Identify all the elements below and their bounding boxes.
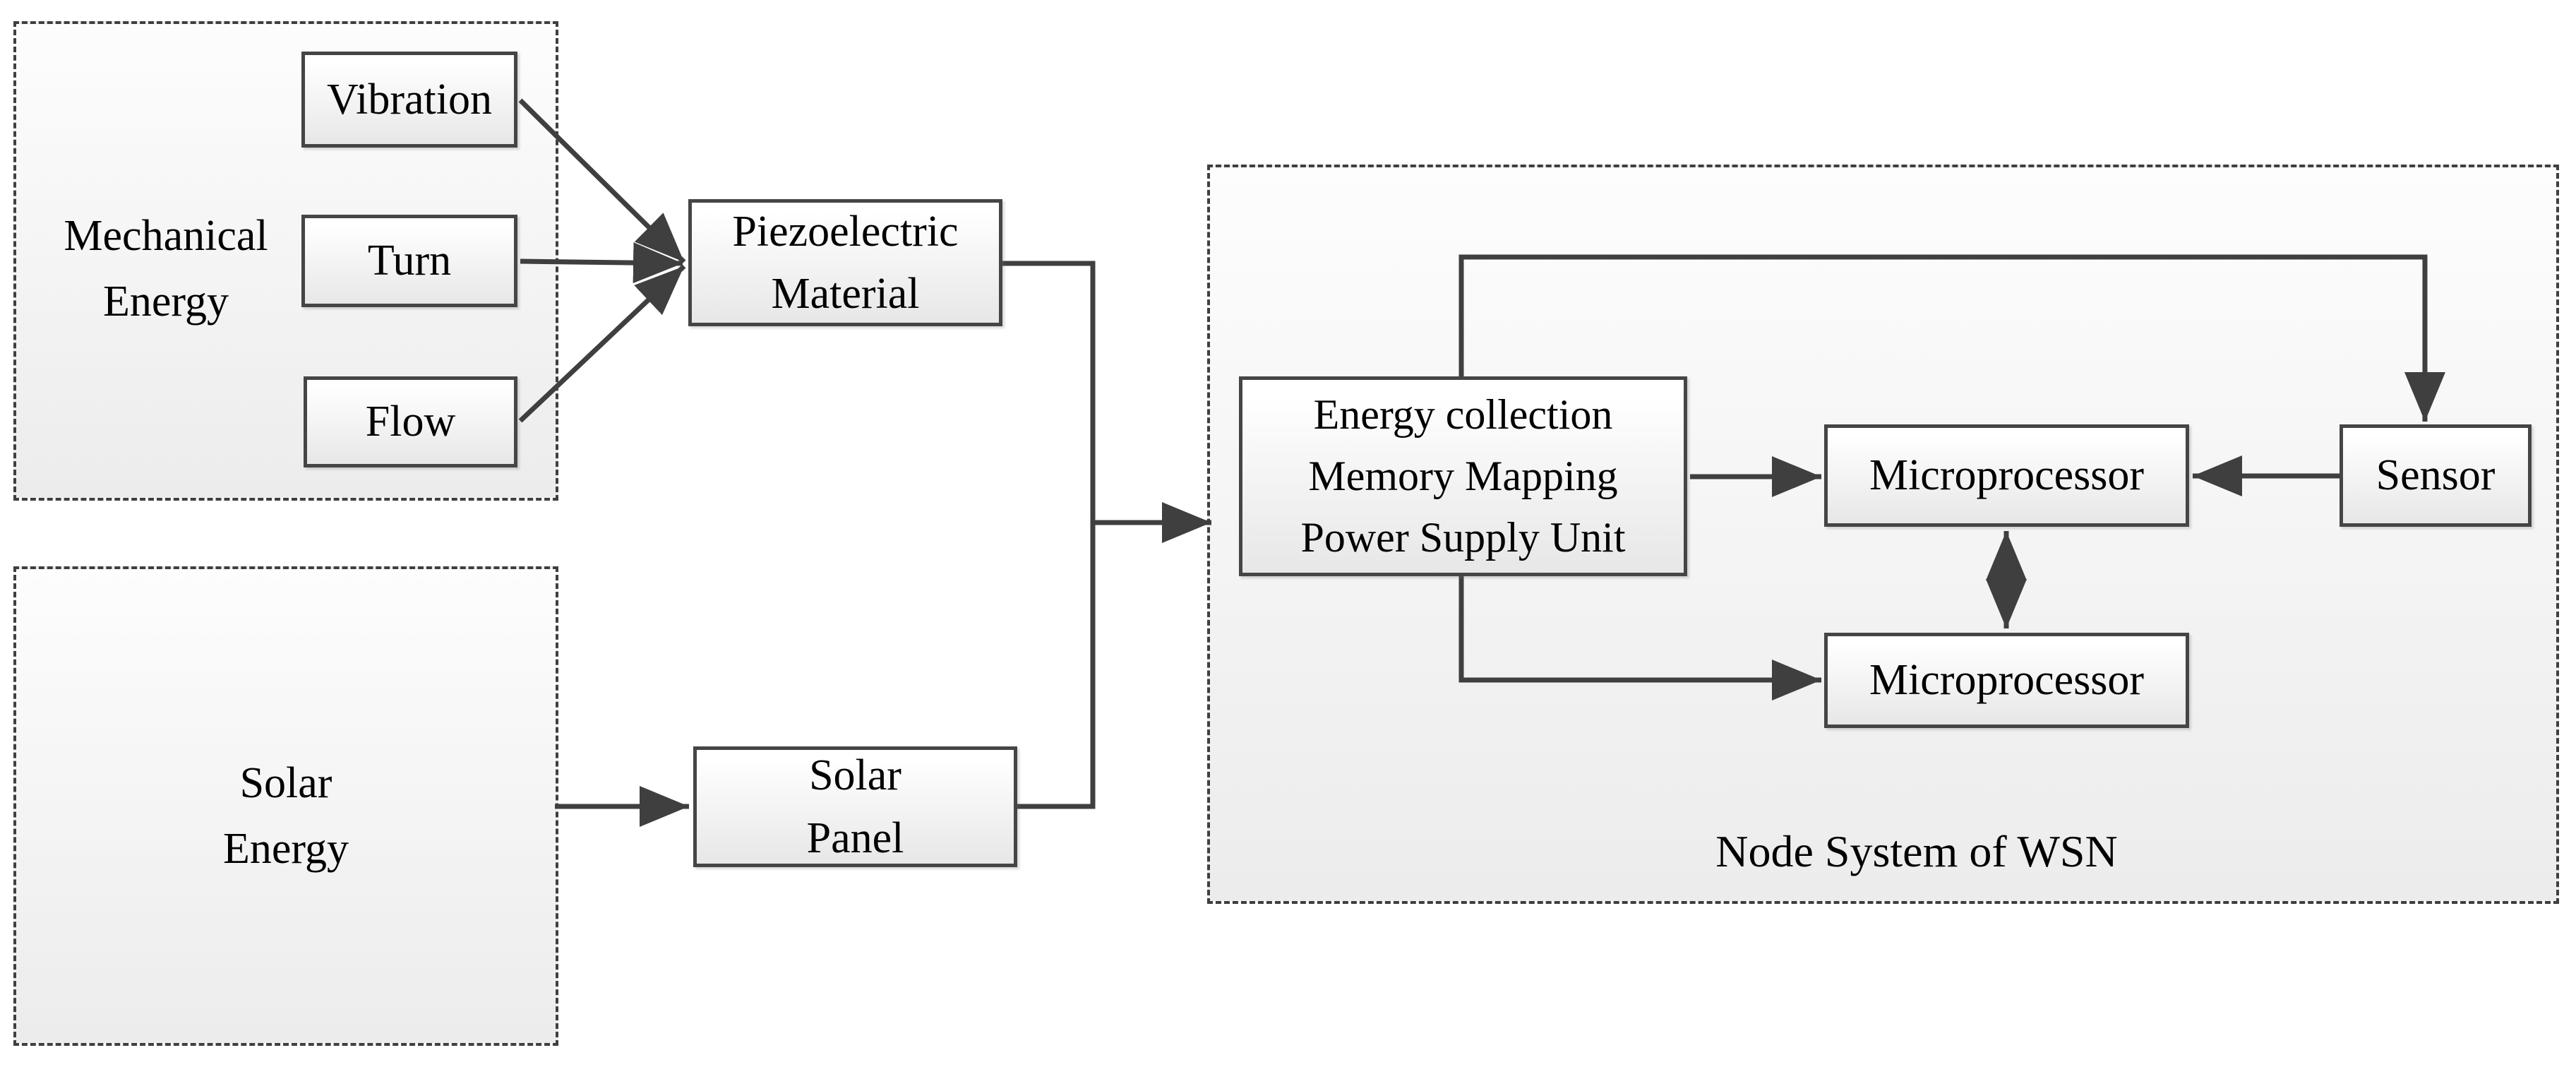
- mechanical-energy-label-line2: Energy: [103, 278, 229, 326]
- arrow-energy-unit-to-microprocessor-bottom: [1458, 572, 1821, 701]
- solar-energy-label: Solar Energy: [138, 751, 434, 882]
- piezoelectric-material-box: Piezoelectric Material: [688, 199, 1002, 326]
- solar-panel-label-line2: Panel: [806, 813, 904, 862]
- solar-energy-group-box: [13, 566, 558, 1046]
- solar-panel-box: Solar Panel: [693, 746, 1017, 867]
- arrow-turn-to-piezo: [520, 242, 683, 284]
- sensor-label: Sensor: [2376, 451, 2496, 500]
- arrow-vibration-to-piezo: [518, 98, 686, 264]
- energy-collection-unit-box: Energy collection Memory Mapping Power S…: [1239, 376, 1687, 576]
- flow-label: Flow: [365, 398, 456, 446]
- sensor-box: Sensor: [2340, 424, 2532, 527]
- microprocessor-top-box: Microprocessor: [1824, 424, 2189, 527]
- arrow-energy-unit-to-sensor-feedback: [1458, 254, 2445, 422]
- node-system-label: Node System of WSN: [1715, 826, 2118, 876]
- solar-panel-label-line1: Solar: [809, 751, 901, 800]
- microprocessor-bottom-box: Microprocessor: [1824, 633, 2189, 728]
- energy-unit-label-line1: Energy collection: [1313, 391, 1613, 438]
- piezoelectric-label-line1: Piezoelectric: [732, 207, 959, 256]
- turn-label: Turn: [367, 237, 452, 285]
- energy-unit-label-line3: Power Supply Unit: [1300, 514, 1626, 561]
- energy-unit-label-line2: Memory Mapping: [1308, 453, 1618, 499]
- arrow-flow-to-piezo: [518, 264, 686, 423]
- piezoelectric-label-line2: Material: [771, 270, 920, 318]
- flow-box: Flow: [304, 376, 517, 467]
- solar-energy-label-line1: Solar: [239, 759, 333, 807]
- vibration-box: Vibration: [301, 52, 517, 148]
- vibration-label: Vibration: [327, 75, 492, 124]
- microprocessor-top-label: Microprocessor: [1869, 451, 2145, 500]
- mechanical-energy-label-line1: Mechanical: [64, 212, 268, 260]
- wire-piezo-solar-junction: [999, 261, 1096, 809]
- turn-box: Turn: [301, 215, 517, 307]
- microprocessor-bottom-label: Microprocessor: [1869, 656, 2145, 705]
- mechanical-energy-label: Mechanical Energy: [18, 203, 314, 335]
- solar-energy-label-line2: Energy: [223, 825, 349, 873]
